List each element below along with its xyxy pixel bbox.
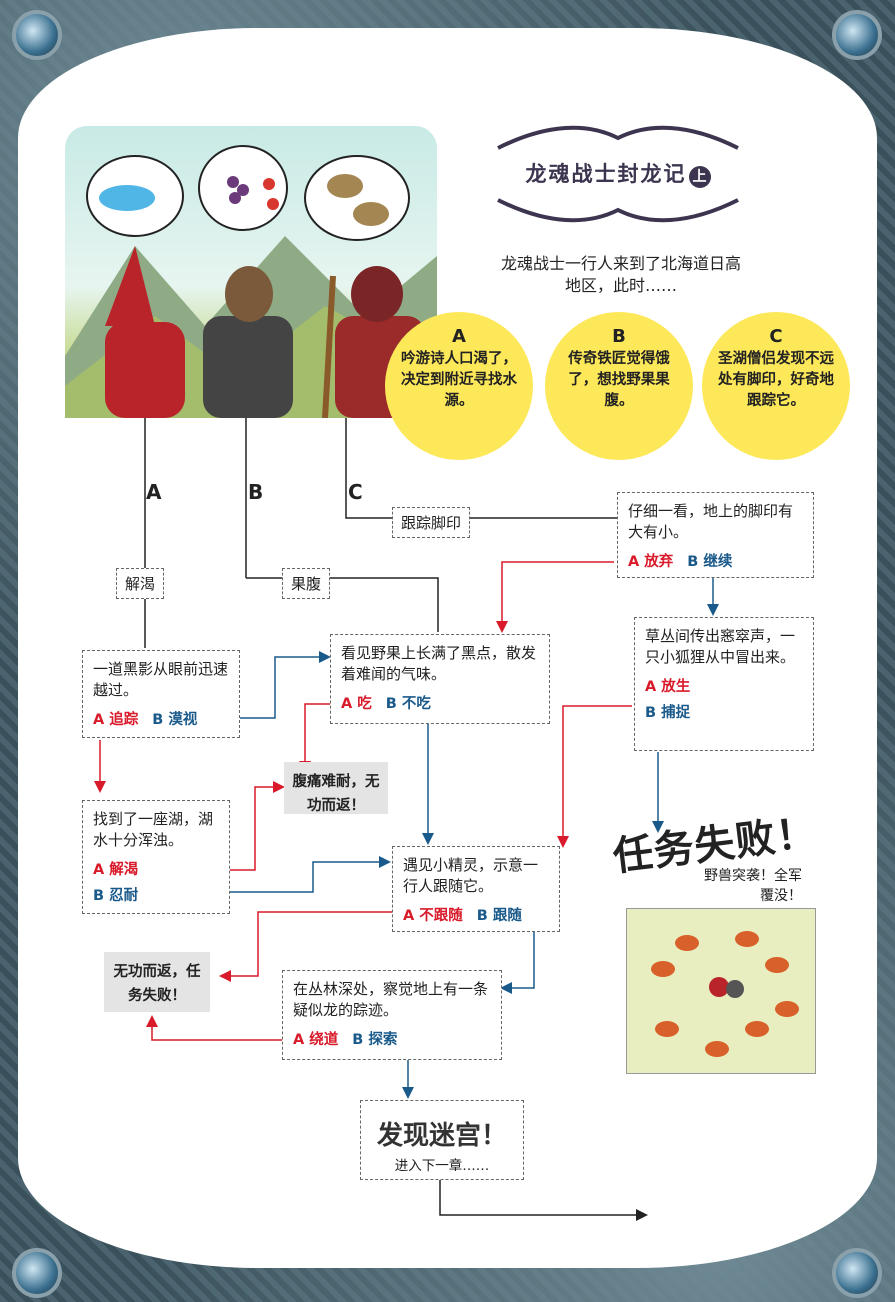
title-banner: 龙魂战士封龙记上 xyxy=(488,118,748,230)
corner-gem-icon xyxy=(12,1248,62,1298)
option-b[interactable]: B 忍耐 xyxy=(93,888,139,904)
option-b[interactable]: B 探索 xyxy=(352,1032,398,1048)
option-b[interactable]: B 不吃 xyxy=(385,696,431,712)
mission-fail-subtitle: 野兽突袭！全军覆没！ xyxy=(704,868,802,904)
option-a[interactable]: A 吃 xyxy=(341,696,372,712)
character-a-circle: A 吟游诗人口渴了，决定到附近寻找水源。 xyxy=(385,312,533,460)
return-fail-outcome: 无功而返，任务失败！ xyxy=(104,952,210,1012)
corner-gem-icon xyxy=(832,1248,882,1298)
option-a[interactable]: A 放弃 xyxy=(628,554,674,570)
option-a[interactable]: A 放生 xyxy=(645,679,691,695)
option-a[interactable]: A 不跟随 xyxy=(403,908,463,924)
option-a[interactable]: A 绕道 xyxy=(293,1032,339,1048)
heroes-illustration xyxy=(65,126,437,418)
fox-ambush-illustration xyxy=(626,908,816,1074)
maze-outcome: 发现迷宫！ 进入下一章…… xyxy=(360,1100,524,1180)
branch-c-label: C xyxy=(348,480,363,504)
option-b[interactable]: B 跟随 xyxy=(476,908,522,924)
option-a[interactable]: A 解渴 xyxy=(93,862,139,878)
branch-a-label: A xyxy=(146,480,162,504)
fruit-label: 果腹 xyxy=(282,568,331,599)
option-b[interactable]: B 捕捉 xyxy=(645,705,691,721)
character-b-circle: B 传奇铁匠觉得饿了，想找野果果腹。 xyxy=(545,312,693,460)
intro-text: 龙魂战士一行人来到了北海道日高地区，此时…… xyxy=(500,254,741,295)
thirst-label: 解渴 xyxy=(116,568,165,599)
corner-gem-icon xyxy=(832,10,882,60)
option-b[interactable]: B 漠视 xyxy=(152,712,198,728)
option-b[interactable]: B 继续 xyxy=(687,554,733,570)
corner-gem-icon xyxy=(12,10,62,60)
branch-b-label: B xyxy=(248,480,264,504)
track-label: 跟踪脚印 xyxy=(392,507,471,538)
page-title: 龙魂战士封龙记上 xyxy=(488,158,748,188)
stomach-outcome: 腹痛难耐，无功而返！ xyxy=(284,762,388,814)
character-c-circle: C 圣湖僧侣发现不远处有脚印，好奇地跟踪它。 xyxy=(702,312,850,460)
option-a[interactable]: A 追踪 xyxy=(93,712,139,728)
